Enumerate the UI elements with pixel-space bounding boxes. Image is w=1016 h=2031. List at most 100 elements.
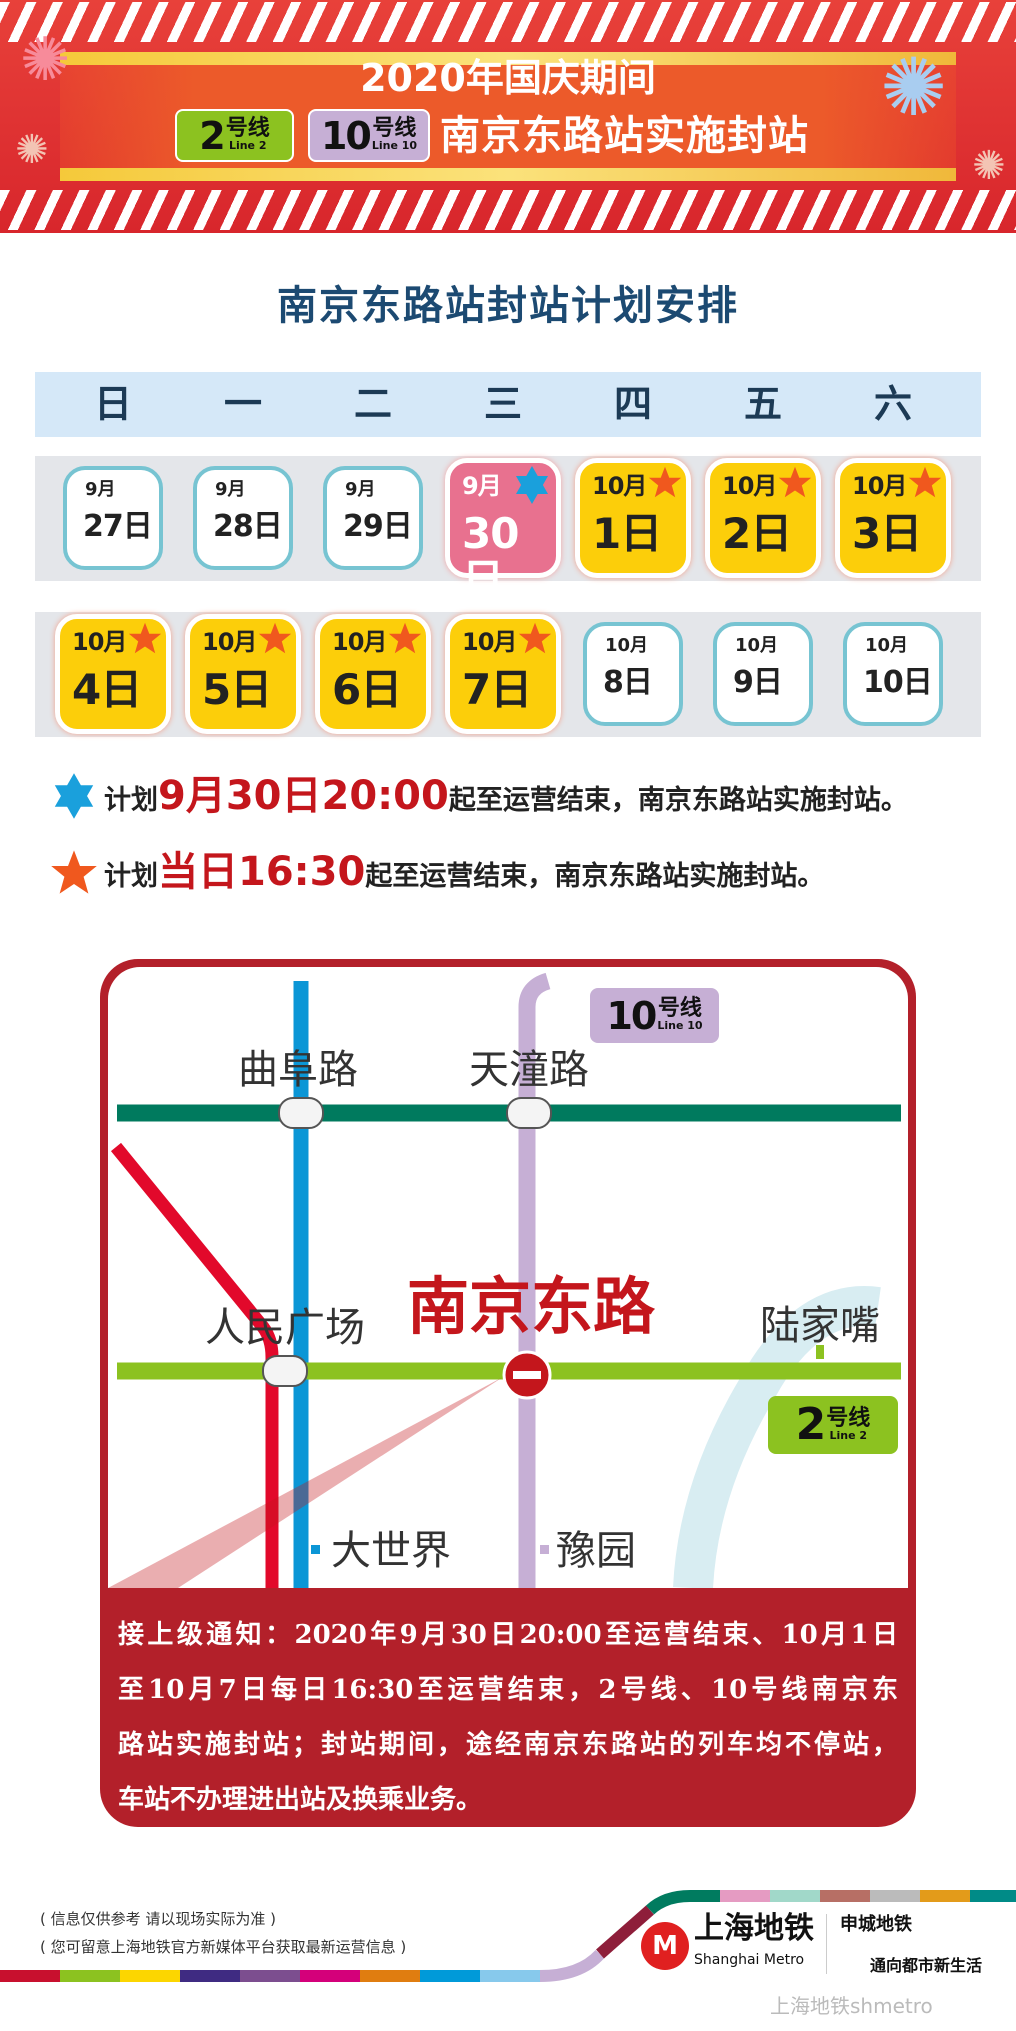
day-month: 10月 — [202, 628, 257, 656]
station-yuyuan: 豫园 — [556, 1528, 636, 1574]
blue-star-icon — [54, 773, 94, 819]
stripe-segment — [360, 1970, 420, 1982]
watermark: 上海地铁shmetro — [770, 1994, 933, 2018]
day-number: 4日 — [72, 665, 142, 714]
day-month: 10月 — [462, 628, 517, 656]
badge-en: Line 2 — [829, 1428, 868, 1442]
notice-line: 路站实施封站；封站期间，途经南京东路站的列车均不停站， — [118, 1730, 898, 1760]
day-number: 29日 — [343, 509, 413, 544]
closure-notice: 接上级通知：2020年9月30日20:00至运营结束、10月1日 至10月7日每… — [118, 1608, 898, 1828]
legend-post: 起至运营结束，南京东路站实施封站。 — [448, 785, 908, 816]
day-number: 10日 — [863, 665, 933, 700]
stripe-segment — [539, 1949, 605, 1982]
badge-en: Line 10 — [657, 1019, 703, 1033]
day-number: 27日 — [83, 509, 153, 544]
stripe-segment — [645, 1890, 720, 1915]
highlight-beam — [108, 1377, 503, 1588]
weekday-label: 一 — [223, 382, 262, 426]
top-stripes — [0, 2, 1016, 42]
notice-line: 至10月7日每日16:30至运营结束，2号线、10号线南京东 — [118, 1675, 898, 1705]
orange-star-icon — [51, 850, 97, 894]
day-number: 6日 — [332, 665, 402, 714]
firework-icon: ✺ — [972, 143, 1006, 189]
line16-river-path — [673, 1286, 881, 1588]
day-month: 9月 — [215, 479, 246, 500]
station-peoples-square: 人民广场 — [205, 1305, 365, 1351]
shanghai-metro-logo-icon: M — [641, 1922, 689, 1970]
orange-star-icon — [258, 622, 292, 654]
stripe-segment — [60, 1970, 120, 1982]
stripe-segment — [240, 1970, 300, 1982]
badge-number: 2 — [199, 113, 225, 158]
weekday-label: 日 — [93, 382, 132, 426]
stripe-segment — [970, 1890, 1016, 1902]
notice-line: 车站不办理进出站及换乘业务。 — [118, 1785, 483, 1815]
badge-number: 10 — [320, 113, 372, 158]
gold-bar-top — [60, 52, 956, 65]
day-number: 9日 — [733, 665, 783, 700]
legend-highlight: 9月30日20:00 — [158, 773, 449, 819]
legend-highlight: 当日16:30 — [158, 849, 366, 895]
map-lines — [108, 972, 901, 1588]
metro-color-stripe — [0, 1890, 1016, 1982]
day-month: 9月 — [462, 472, 502, 500]
station-qufu-road: 曲阜路 — [238, 1047, 358, 1093]
stripe-segment — [770, 1890, 820, 1902]
stripe-segment — [300, 1970, 360, 1982]
lujiazui-tick — [816, 1345, 824, 1359]
footer-note-2: ( 您可留意上海地铁官方新媒体平台获取最新运营信息 ) — [40, 1938, 407, 1956]
legend-pre: 计划 — [104, 785, 158, 816]
firework-icon: ✺ — [20, 25, 71, 95]
interchange-qufu — [278, 1097, 324, 1129]
stripe-segment — [720, 1890, 770, 1902]
badge-number: 10 — [606, 993, 657, 1038]
day-month: 10月 — [605, 635, 649, 656]
legend-pre: 计划 — [104, 861, 158, 892]
badge-cn: 号线 — [372, 116, 417, 142]
day-month: 10月 — [592, 472, 647, 500]
stripe-segment — [920, 1890, 970, 1902]
firework-icon: ✺ — [880, 41, 948, 134]
orange-star-icon — [908, 466, 942, 498]
stripe-segment — [870, 1890, 920, 1902]
logo-cn: 上海地铁 — [694, 1911, 814, 1946]
stripe-segment — [120, 1970, 180, 1982]
slogan-2: 通向都市新生活 — [870, 1956, 983, 1975]
stripe-segment — [180, 1970, 240, 1982]
blue-star-icon — [516, 466, 548, 504]
slogan-1: 申城地铁 — [840, 1914, 912, 1935]
stripe-segment — [0, 1970, 60, 1982]
day-number: 2日 — [722, 509, 792, 558]
station-lujiazui: 陆家嘴 — [760, 1303, 880, 1349]
firework-icon: ✺ — [15, 127, 49, 173]
badge-cn: 号线 — [225, 116, 270, 142]
day-number: 28日 — [213, 509, 283, 544]
badge-number: 2 — [795, 1399, 827, 1450]
stripe-segment — [596, 1905, 654, 1959]
legend-post: 起至运营结束，南京东路站实施封站。 — [365, 861, 825, 892]
dashijie-marker — [311, 1545, 320, 1554]
weekday-label: 三 — [483, 382, 522, 426]
header-title: 2020年国庆期间 — [360, 56, 656, 100]
day-month: 10月 — [735, 635, 779, 656]
weekday-header: 日一二三四五六 — [35, 372, 981, 437]
station-tiantong-road: 天潼路 — [469, 1047, 589, 1093]
day-month: 10月 — [72, 628, 127, 656]
footer-note-1: ( 信息仅供参考 请以现场实际为准 ) — [40, 1910, 277, 1928]
stripe-segment — [820, 1890, 870, 1902]
weekday-label: 六 — [873, 382, 912, 426]
